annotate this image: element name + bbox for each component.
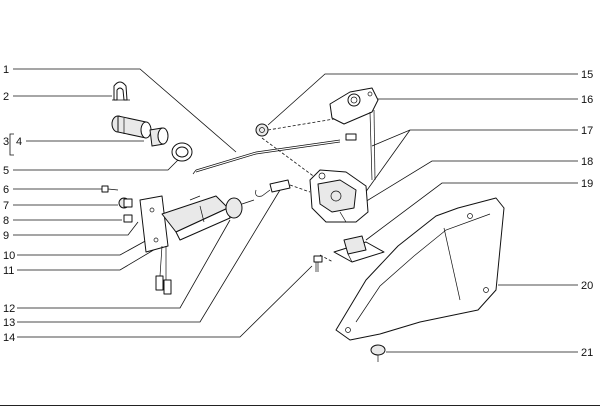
part-13-link [255,179,291,197]
part-20-cover-panel [335,197,505,341]
callout-20: 20 [581,280,593,292]
part-1-control-rod [192,133,357,175]
leader-lines-right [267,73,578,353]
callout-4: 4 [16,136,22,148]
part-7-nut [118,197,133,209]
callout-10: 10 [3,250,15,262]
part-6-screw [101,185,119,193]
callout-1: 1 [3,64,9,76]
bottom-border-line [0,405,600,406]
part-2-clip [112,81,130,101]
callout-8: 8 [3,215,9,227]
callout-15: 15 [581,69,593,81]
part-16-upper-lock [329,87,379,181]
callout-17: 17 [581,125,593,137]
part-14-bolt [313,255,323,272]
callout-5: 5 [3,165,9,177]
leader-lines-left [13,68,313,338]
callout-12: 12 [3,303,15,315]
part-12-actuator-motor [161,195,255,241]
callout-9: 9 [3,230,9,242]
part-10-bracket [139,195,169,253]
callout-18: 18 [581,156,593,168]
part-11-wiring-connector [155,245,172,295]
part-21-plug [370,344,386,362]
part-15-grommet [255,123,269,137]
callout-11: 11 [3,265,14,277]
callout-2: 2 [3,91,9,103]
callout-7: 7 [3,200,9,212]
part-19-striker [333,235,385,263]
callout-16: 16 [581,94,593,106]
callout-6: 6 [3,184,9,196]
part-5-ring-gasket [171,142,193,162]
callout-3: 3 [3,136,9,148]
part-8-spacer [123,214,133,223]
callout-21: 21 [581,347,593,359]
part-18-door-latch [309,169,369,223]
part-4-lock-cylinder [111,115,152,139]
callout-14: 14 [3,332,15,344]
part-3-bushing [149,127,169,147]
callout-13: 13 [3,317,15,329]
callout-3-bracket [9,133,14,156]
callout-19: 19 [581,178,593,190]
